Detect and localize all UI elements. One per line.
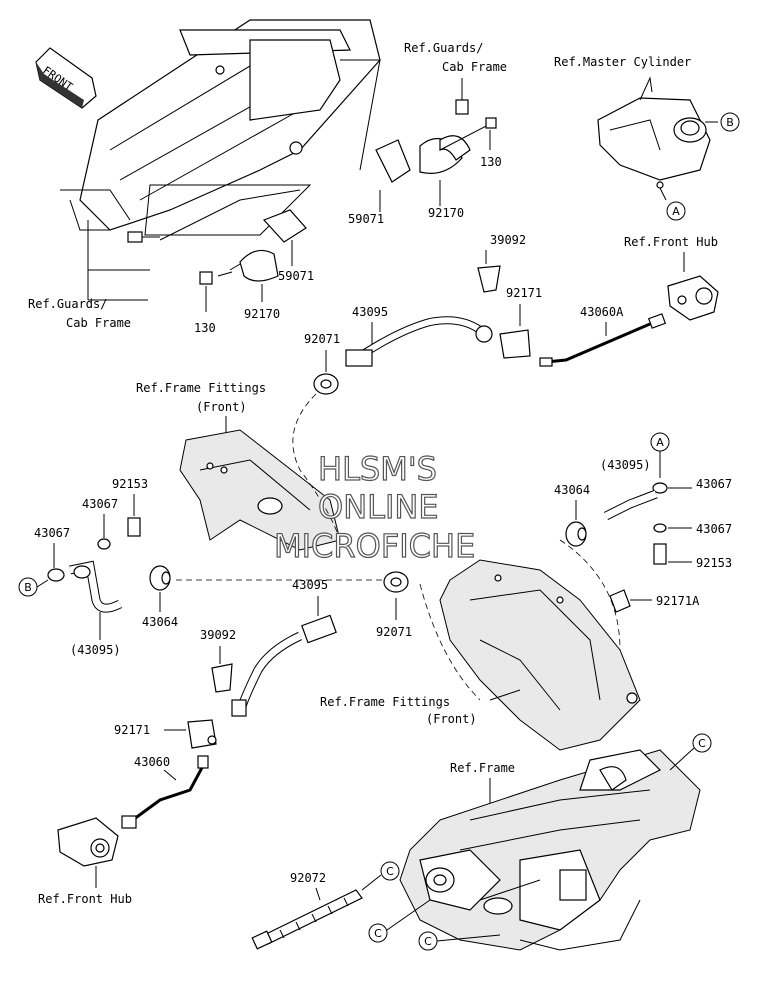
label-59071-top: 59071 — [348, 212, 384, 226]
marker-a-right-text: A — [656, 436, 664, 449]
cab-frame-drawing — [60, 19, 381, 241]
marker-a-master-text: A — [672, 205, 680, 218]
clip-left-icon — [211, 663, 233, 693]
marker-b-master-text: B — [726, 116, 734, 129]
label-43095-top: 43095 — [352, 305, 388, 319]
ref-master-cylinder: Ref.Master Cylinder — [554, 55, 691, 69]
marker-c-left-text: C — [374, 927, 382, 940]
label-92153-right: 92153 — [696, 556, 732, 570]
banjo-bolt-icon — [127, 517, 141, 537]
ref-guards-top-1: Ref.Guards/ — [404, 41, 483, 55]
main-frame-drawing — [399, 749, 701, 951]
marker-b-left-text: B — [24, 581, 32, 594]
master-cylinder-drawing — [597, 76, 711, 189]
marker-c-bottom-text: C — [424, 935, 432, 948]
watermark-line-3: MICROFICHE — [274, 527, 475, 565]
label-92171-top: 92171 — [506, 286, 542, 300]
label-43095-left: (43095) — [70, 643, 121, 657]
bolt-icon — [127, 231, 160, 243]
bolt-icon — [455, 99, 469, 115]
marker-c-top — [692, 733, 712, 753]
label-43095-mid: 43095 — [292, 578, 328, 592]
label-43067-right-a: 43067 — [696, 477, 732, 491]
label-43064-left: 43064 — [142, 615, 178, 629]
label-130-left: 130 — [194, 321, 216, 335]
label-130-top: 130 — [480, 155, 502, 169]
marker-c-tie — [380, 861, 400, 881]
ref-guards-left-2: Cab Frame — [66, 316, 131, 330]
label-92072: 92072 — [290, 871, 326, 885]
clamp-bracket-left — [199, 209, 307, 285]
label-43060: 43060 — [134, 755, 170, 769]
marker-a-master — [666, 201, 686, 221]
label-39092-top: 39092 — [490, 233, 526, 247]
frame-fitting-drawing-left — [179, 429, 341, 551]
ref-frame-fittings-mid-1: Ref.Frame Fittings — [320, 695, 450, 709]
watermark-line-1: HLSM'S — [318, 450, 437, 488]
label-59071-left: 59071 — [278, 269, 314, 283]
label-43067-left-b: 43067 — [34, 526, 70, 540]
label-92071-top: 92071 — [304, 332, 340, 346]
label-92170-top: 92170 — [428, 206, 464, 220]
label-92171a: 92171A — [656, 594, 700, 608]
ref-front-hub-bottom: Ref.Front Hub — [38, 892, 132, 906]
marker-c-top-text: C — [698, 737, 706, 750]
label-43067-right-b: 43067 — [696, 522, 732, 536]
watermark: HLSM'S ONLINE MICROFICHE — [273, 449, 475, 565]
label-39092-left: 39092 — [200, 628, 236, 642]
marker-b-master — [720, 112, 740, 132]
ref-frame-fittings-top-1: Ref.Frame Fittings — [136, 381, 266, 395]
front-hub-bottom-drawing — [57, 817, 119, 867]
hose-fitting-mid-icon — [301, 614, 337, 644]
label-92153-left: 92153 — [112, 477, 148, 491]
ref-front-hub-top: Ref.Front Hub — [624, 235, 718, 249]
label-43064-right: 43064 — [554, 483, 590, 497]
cable-tie-icon — [251, 889, 363, 950]
marker-c-left — [368, 923, 388, 943]
label-92071-mid: 92071 — [376, 625, 412, 639]
label-92171-left: 92171 — [114, 723, 150, 737]
ref-frame: Ref.Frame — [450, 761, 515, 775]
label-92170-left: 92170 — [244, 307, 280, 321]
watermark-line-2: ONLINE — [318, 488, 439, 526]
ref-frame-fittings-top-2: (Front) — [196, 400, 247, 414]
front-arrow-icon: FRONT — [35, 47, 97, 109]
ref-guards-top-2: Cab Frame — [442, 60, 507, 74]
frame-fitting-drawing-right — [439, 559, 641, 751]
clamp-right-icon — [609, 589, 631, 613]
bracket-icon — [499, 329, 531, 359]
ref-frame-fittings-mid-2: (Front) — [426, 712, 477, 726]
label-43067-left-a: 43067 — [82, 497, 118, 511]
clip-icon — [477, 265, 501, 293]
hose-fitting-icon — [345, 349, 373, 367]
banjo-bolt-right-icon — [653, 543, 667, 565]
ref-guards-left-1: Ref.Guards/ — [28, 297, 107, 311]
clamp-bracket-top — [375, 117, 497, 183]
label-43095-right: (43095) — [600, 458, 651, 472]
marker-c-tie-text: C — [386, 865, 394, 878]
label-43060a: 43060A — [580, 305, 624, 319]
front-hub-top-drawing — [667, 275, 719, 321]
